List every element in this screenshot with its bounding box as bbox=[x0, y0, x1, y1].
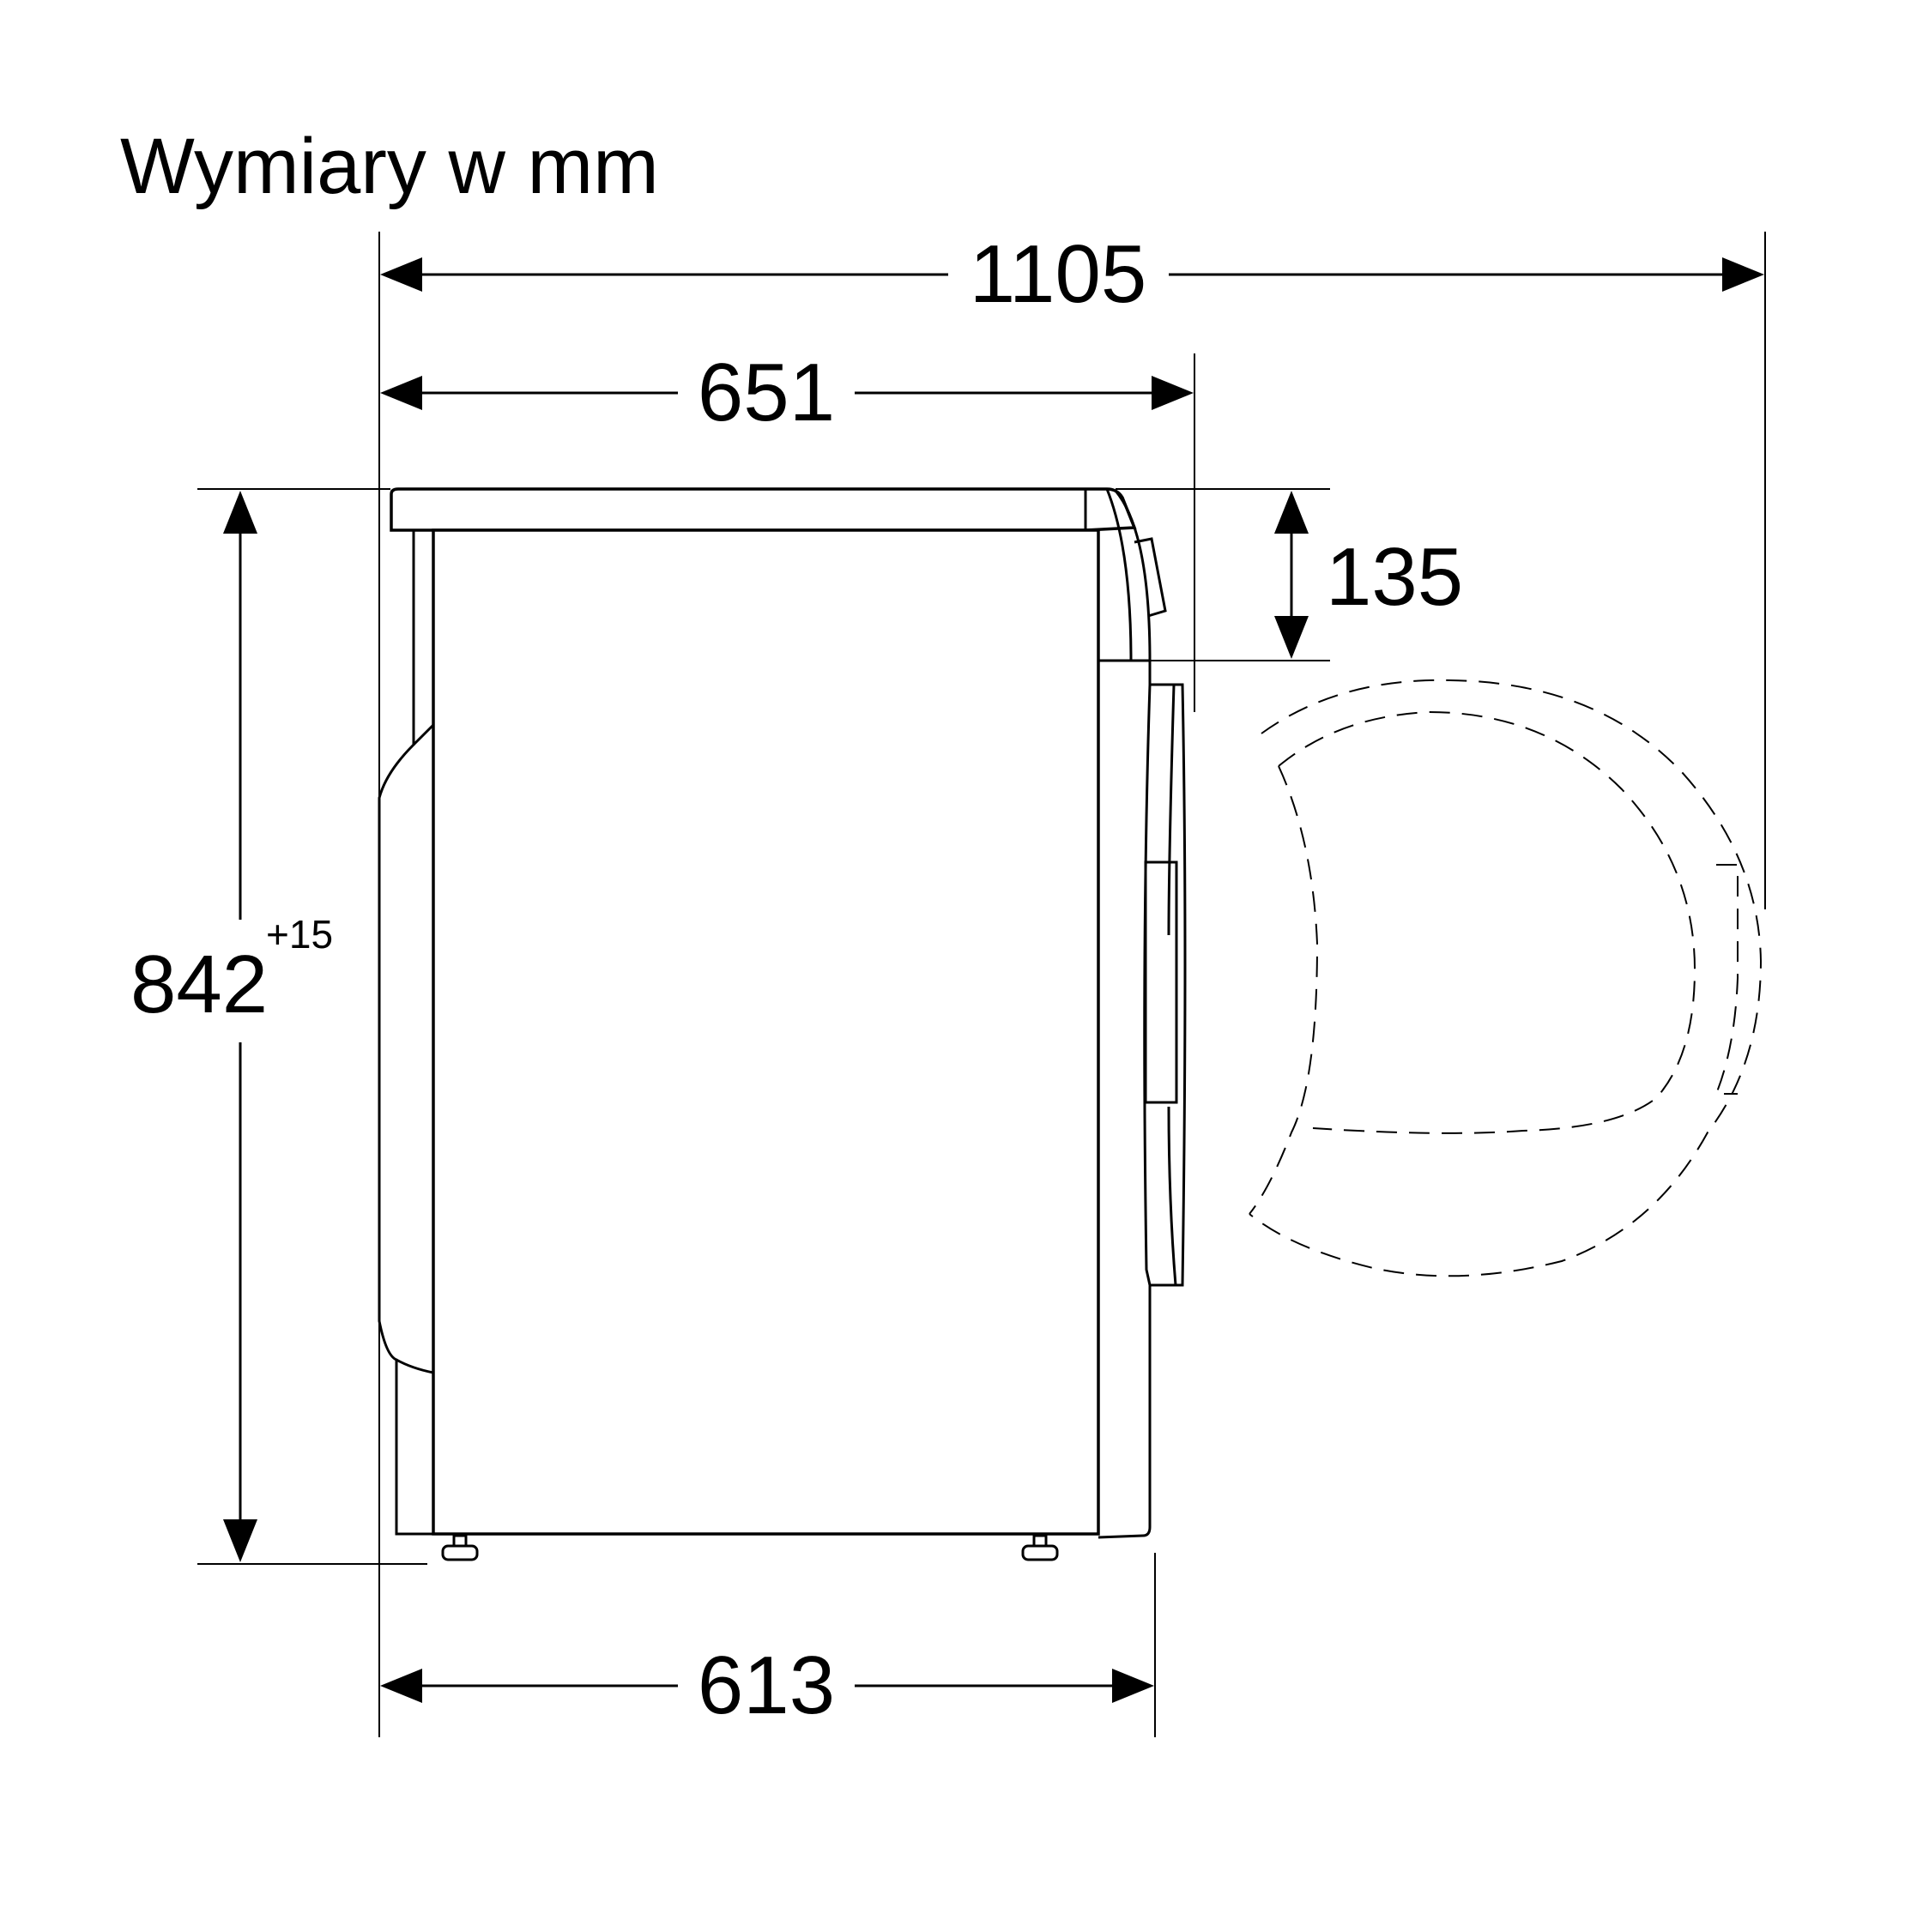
control-panel bbox=[1105, 488, 1152, 661]
dimension-label-842: 842 bbox=[130, 939, 268, 1030]
dimension-651: 651 bbox=[380, 347, 1194, 438]
cabinet bbox=[432, 528, 1100, 1536]
drawing-title: Wymiary w mm bbox=[120, 123, 659, 210]
arrow-left bbox=[380, 257, 422, 292]
door-edge bbox=[1167, 684, 1176, 936]
dimension-tolerance: +15 bbox=[266, 912, 333, 957]
arrow-right bbox=[1112, 1669, 1154, 1703]
arrow-up bbox=[223, 491, 257, 534]
dimension-1105: 1105 bbox=[380, 228, 1764, 320]
appliance-side-view bbox=[378, 487, 1187, 1561]
dimension-613: 613 bbox=[380, 1639, 1154, 1731]
dimension-label-135: 135 bbox=[1326, 531, 1463, 623]
worktop bbox=[390, 487, 1137, 532]
dimension-label-1105: 1105 bbox=[970, 228, 1146, 320]
arrow-left bbox=[380, 376, 422, 410]
arrow-up bbox=[1274, 491, 1309, 534]
door-swing-inner bbox=[1278, 710, 1696, 1134]
arrow-right bbox=[1152, 376, 1194, 410]
door-glass-edge bbox=[1249, 765, 1319, 1215]
arrow-down bbox=[223, 1519, 257, 1562]
arrow-left bbox=[380, 1669, 422, 1703]
dimension-135: 135 bbox=[1274, 491, 1463, 659]
dimension-label-613: 613 bbox=[698, 1639, 835, 1731]
front-panel bbox=[1098, 659, 1187, 1539]
control-knob bbox=[1134, 537, 1167, 618]
door-handle bbox=[1144, 860, 1178, 1104]
foot-rear bbox=[441, 1534, 479, 1561]
door-swing-tip bbox=[1714, 864, 1739, 1095]
dimension-label-651: 651 bbox=[698, 347, 835, 438]
arrow-right bbox=[1722, 257, 1764, 292]
door-swing-outline bbox=[1249, 679, 1763, 1277]
door-swing-outer bbox=[1249, 679, 1763, 1277]
foot-front bbox=[1021, 1534, 1059, 1561]
arrow-down bbox=[1274, 616, 1309, 659]
rear-panel bbox=[378, 530, 433, 1536]
dimension-842: 842 +15 bbox=[130, 491, 333, 1562]
